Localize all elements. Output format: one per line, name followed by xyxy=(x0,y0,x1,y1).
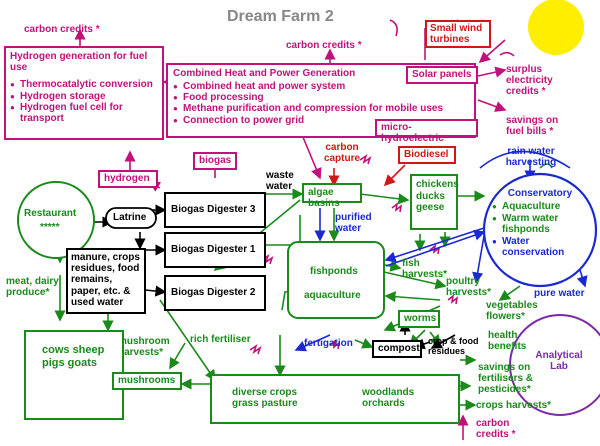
small-wind-turbines-box: Small wind turbines xyxy=(425,20,491,48)
vegetables-flowers-label: vegetables flowers* xyxy=(486,300,538,323)
biogas-digester-1-box: Biogas Digester 1 xyxy=(164,232,266,268)
crops-harvests-label: crops harvests* xyxy=(476,400,552,411)
restaurant-label: Restaurant xyxy=(24,208,77,219)
crops-woodlands-box xyxy=(210,374,460,424)
chp-box-title: Combined Heat and Power Generation xyxy=(173,68,356,79)
solar-panels-box: Solar panels xyxy=(406,66,478,84)
rich-fertiliser-label: rich fertiliser xyxy=(190,334,251,345)
livestock-box: cows sheep pigs goats xyxy=(24,330,124,420)
chp-item: Food processing xyxy=(173,92,469,104)
biogas-digester-3-box: Biogas Digester 3 xyxy=(164,192,266,228)
latrine-label: Latrine xyxy=(113,212,147,223)
hydrogen-item: Hydrogen fuel cell for transport xyxy=(10,102,158,124)
conservatory-list: Aquaculture Warm water fishponds Water c… xyxy=(492,201,588,259)
chickens-box: chickens ducks geese xyxy=(410,174,459,230)
crop-food-residues-label: crop & food residues xyxy=(428,336,479,357)
conservatory-title: Conservatory xyxy=(507,188,573,199)
health-benefits-label: health benefits xyxy=(488,330,527,353)
hydrogen-item: Hydrogen storage xyxy=(10,91,158,103)
chp-item: Connection to power grid xyxy=(173,115,469,127)
diverse-crops-label: diverse crops grass pasture xyxy=(232,387,298,410)
rain-arc xyxy=(479,150,571,169)
savings-fertilisers-label: savings on fertilisers & pesticides* xyxy=(478,362,534,396)
biogas-box: biogas xyxy=(193,152,237,170)
biogas-digester-2-box: Biogas Digester 2 xyxy=(164,275,266,311)
fishpond-outline xyxy=(287,241,385,319)
fishponds-label: fishponds xyxy=(310,266,358,277)
algae-basins-box: algae basins xyxy=(302,183,362,209)
surplus-electricity-label: surplus electricity credits * xyxy=(506,64,553,98)
analytical-lab-outline xyxy=(509,314,600,416)
conservatory-item: Warm water fishponds xyxy=(492,213,588,236)
page-title: Dream Farm 2 xyxy=(227,8,334,25)
waste-inputs-box: manure, crops residues, food remains, pa… xyxy=(66,248,146,314)
savings-fuel-bills-label: savings on fuel bills * xyxy=(506,115,559,138)
poultry-harvests-label: poultry harvests* xyxy=(446,276,492,299)
chp-box-list: Combined heat and power system Food proc… xyxy=(173,81,469,127)
meat-dairy-label: meat, dairy produce* xyxy=(6,276,59,299)
hydrogen-box: hydrogen xyxy=(98,170,158,188)
purified-water-label: purified water xyxy=(335,212,372,235)
carbon-credits-label-3: carbon credits * xyxy=(476,418,516,441)
fish-harvests-label: fish harvests* xyxy=(402,258,448,281)
pure-water-label: pure water xyxy=(534,288,585,299)
latrine-outline xyxy=(105,207,157,229)
chp-item: Combined heat and power system xyxy=(173,81,469,93)
woodlands-label: woodlands orchards xyxy=(362,387,415,410)
carbon-credits-label-2: carbon credits * xyxy=(286,40,362,51)
biodiesel-box: Biodiesel xyxy=(398,146,456,164)
conservatory-item: Water conservation xyxy=(492,236,588,259)
worms-box: worms xyxy=(398,310,440,328)
mushrooms-box: mushrooms xyxy=(112,372,182,390)
restaurant-stars: ***** xyxy=(40,222,60,233)
waste-water-label: waste water xyxy=(266,170,294,193)
hydrogen-box-list: Thermocatalytic conversion Hydrogen stor… xyxy=(10,79,158,124)
conservatory-item: Aquaculture xyxy=(492,201,588,213)
hydrogen-item: Thermocatalytic conversion xyxy=(10,79,158,91)
mushroom-harvests-label: mushroom harvests* xyxy=(118,336,170,359)
fertigation-label: fertigation xyxy=(304,338,353,349)
analytical-lab-label: Analytical Lab xyxy=(535,350,583,373)
chp-item: Methane purification and compression for… xyxy=(173,103,469,115)
aquaculture-label: aquaculture xyxy=(304,290,361,301)
sun-icon xyxy=(528,0,584,55)
compost-box: compost xyxy=(372,340,422,358)
rain-water-label: rain water harvesting xyxy=(505,146,557,169)
restaurant-outline xyxy=(17,181,95,259)
hydrogen-box-title: Hydrogen generation for fuel use xyxy=(10,51,148,74)
hydrogen-generation-box: Hydrogen generation for fuel use Thermoc… xyxy=(4,46,164,140)
micro-hydroelectric-box: micro-hydroelectric xyxy=(375,119,478,144)
carbon-credits-label-1: carbon credits * xyxy=(24,24,100,35)
carbon-capture-label: carbon capture xyxy=(323,142,361,165)
conservatory-content: Conservatory Aquaculture Warm water fish… xyxy=(492,188,588,259)
